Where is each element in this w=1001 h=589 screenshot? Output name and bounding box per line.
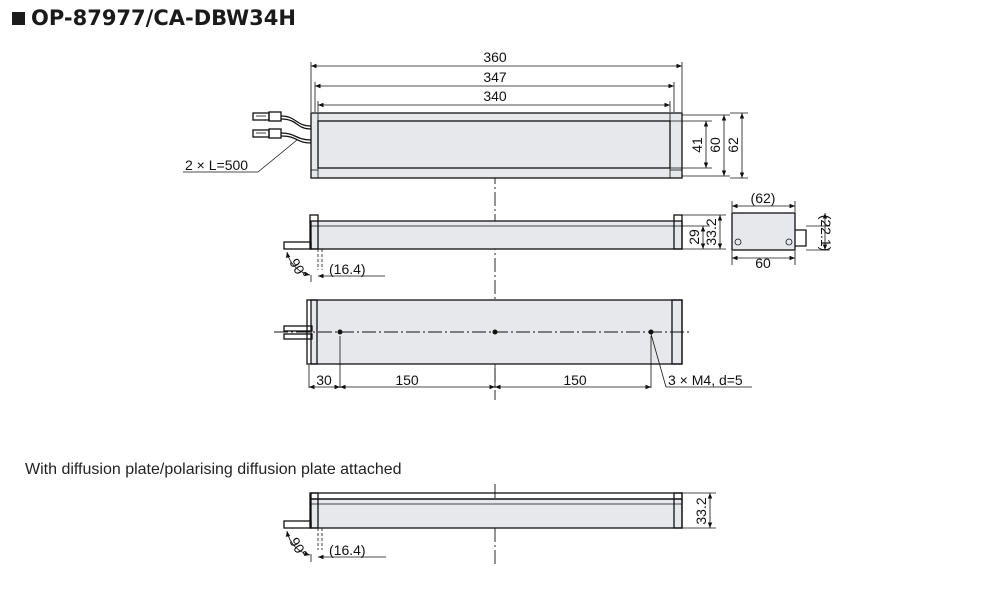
mount-hole-right	[648, 329, 654, 335]
diffusion-front-view: 90° (16.4) 33.2	[283, 492, 716, 562]
diffusion-view-body	[310, 498, 683, 529]
side-dim-60: 60	[755, 255, 771, 271]
front-bracket	[283, 241, 312, 250]
dim-60: 60	[707, 137, 723, 153]
front-view: 90° (16.4) 29 33.2	[283, 214, 726, 282]
top-view-body	[310, 112, 683, 179]
dim-33-2: 33.2	[703, 218, 719, 245]
side-view-body	[731, 212, 796, 251]
side-dim-22-1: (22.1)	[818, 215, 834, 252]
dim-62: 62	[725, 137, 741, 153]
side-view: (62) 60 (22.1)	[731, 190, 834, 271]
front-dim-16-4: (16.4)	[329, 261, 366, 277]
diffusion-caption: With diffusion plate/polarising diffusio…	[25, 461, 402, 478]
drawing-title: OP-87977/CA-DBW34H	[12, 6, 296, 30]
lower-angle-label: 90°	[286, 535, 310, 561]
dim-41: 41	[689, 137, 705, 153]
cable-connectors	[252, 111, 312, 144]
mount-hole-left	[337, 329, 343, 335]
lower-dim-16-4: (16.4)	[329, 542, 366, 558]
dim-150-right: 150	[563, 372, 587, 388]
bottom-view: 30 150 150 3 × M4, d=5	[274, 299, 752, 390]
dim-30: 30	[316, 372, 332, 388]
title-text: OP-87977/CA-DBW34H	[31, 6, 296, 30]
dim-360: 360	[483, 49, 507, 65]
dim-340: 340	[483, 88, 507, 104]
lower-dim-33-2: 33.2	[693, 497, 709, 524]
dim-29: 29	[686, 229, 702, 245]
title-bullet-icon	[12, 11, 25, 25]
cable-length-label: 2 × L=500	[185, 157, 248, 173]
mount-hole-center	[492, 329, 498, 335]
dim-150-left: 150	[395, 372, 419, 388]
holes-label: 3 × M4, d=5	[668, 372, 743, 388]
diffusion-plate	[310, 492, 683, 500]
dim-347: 347	[483, 69, 507, 85]
front-view-body	[310, 220, 683, 250]
side-dim-62: (62)	[751, 190, 776, 206]
top-view: 2 × L=500 360 347 340 41 60 62	[183, 49, 748, 179]
